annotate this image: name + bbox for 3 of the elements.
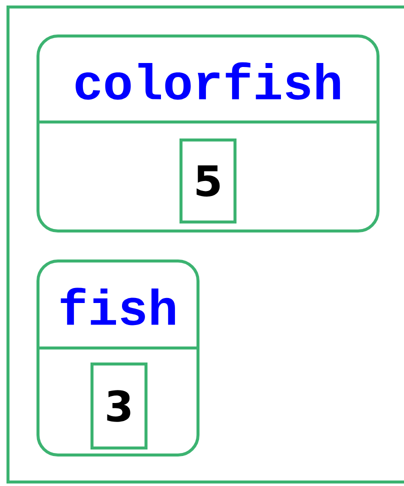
value-box: 3: [90, 362, 148, 450]
frame: [6, 6, 404, 484]
value-box: 5: [180, 138, 236, 224]
